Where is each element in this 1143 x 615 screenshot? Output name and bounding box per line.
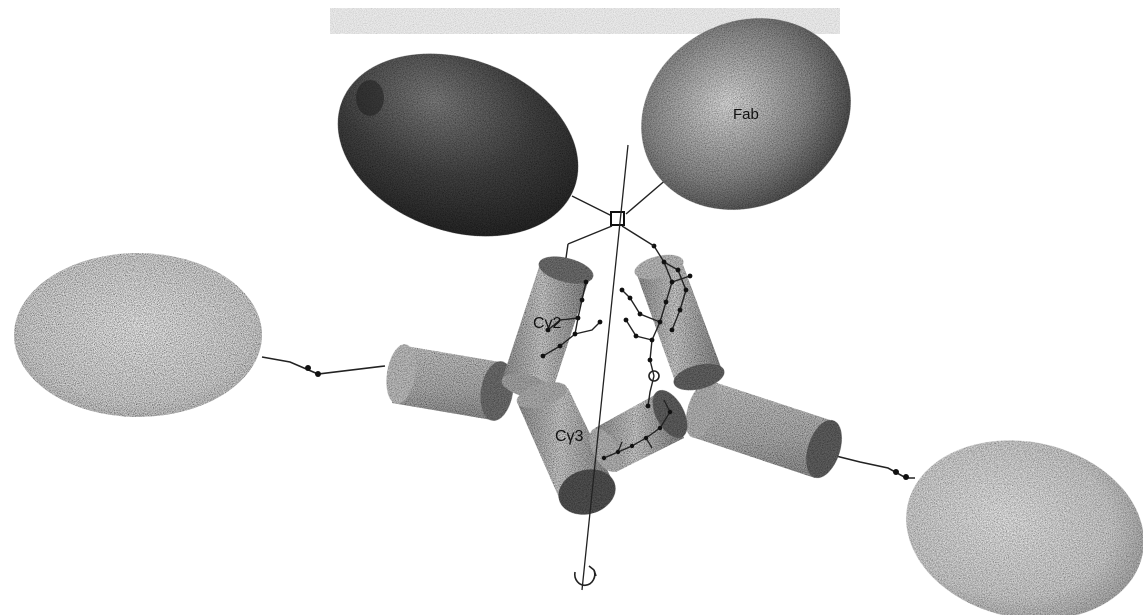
sugar-node	[624, 318, 629, 323]
fab-right-light	[889, 419, 1143, 615]
sugar-node	[670, 280, 675, 285]
sugar-node	[620, 288, 625, 293]
cg2-domain-right	[632, 250, 727, 395]
sugar-node	[644, 436, 648, 440]
sugar-node	[598, 320, 603, 325]
sugar-node	[580, 298, 585, 303]
sugar-node	[573, 332, 578, 337]
sugar-node	[668, 410, 672, 414]
sugar-node	[628, 296, 633, 301]
sugar-node	[541, 354, 546, 359]
sugar-node	[662, 260, 667, 265]
sugar-node	[630, 444, 634, 448]
fab-left-dark	[312, 22, 604, 268]
sugar-node	[648, 358, 653, 363]
sugar-node	[670, 328, 675, 333]
linker-right	[832, 455, 915, 478]
sugar-node	[658, 320, 663, 325]
sugar-node	[650, 338, 655, 343]
sugar-node	[684, 288, 689, 293]
cg2-label: Cγ2	[533, 315, 561, 333]
domain-left-horizontal	[382, 342, 517, 423]
rotation-arrow-icon	[575, 566, 596, 585]
cg3-label: Cγ3	[555, 428, 583, 446]
sugar-node	[664, 300, 669, 305]
domain-right-horizontal	[679, 376, 848, 482]
sugar-node	[634, 334, 639, 339]
sugar-node	[678, 308, 683, 313]
fab-left-dark-spot	[356, 80, 384, 116]
fab-left-light	[14, 253, 262, 417]
fab-label: Fab	[733, 106, 759, 123]
linker-left-node	[315, 371, 321, 377]
linker-right-node	[893, 469, 899, 475]
sugar-node	[584, 280, 589, 285]
sugar-node	[638, 312, 643, 317]
sugar-node	[676, 268, 681, 273]
sugar-node	[558, 344, 563, 349]
sugar-node	[688, 274, 693, 279]
sugar-node	[658, 426, 662, 430]
sugar-node	[646, 404, 651, 409]
sugar-node	[602, 456, 606, 460]
linker-left	[262, 357, 385, 374]
linker-left-node	[305, 365, 311, 371]
cg3-domain-right	[583, 384, 694, 476]
linker-right-node	[903, 474, 909, 480]
hinge-square-icon	[611, 212, 624, 225]
sugar-node	[616, 450, 620, 454]
sugar-node	[576, 316, 581, 321]
